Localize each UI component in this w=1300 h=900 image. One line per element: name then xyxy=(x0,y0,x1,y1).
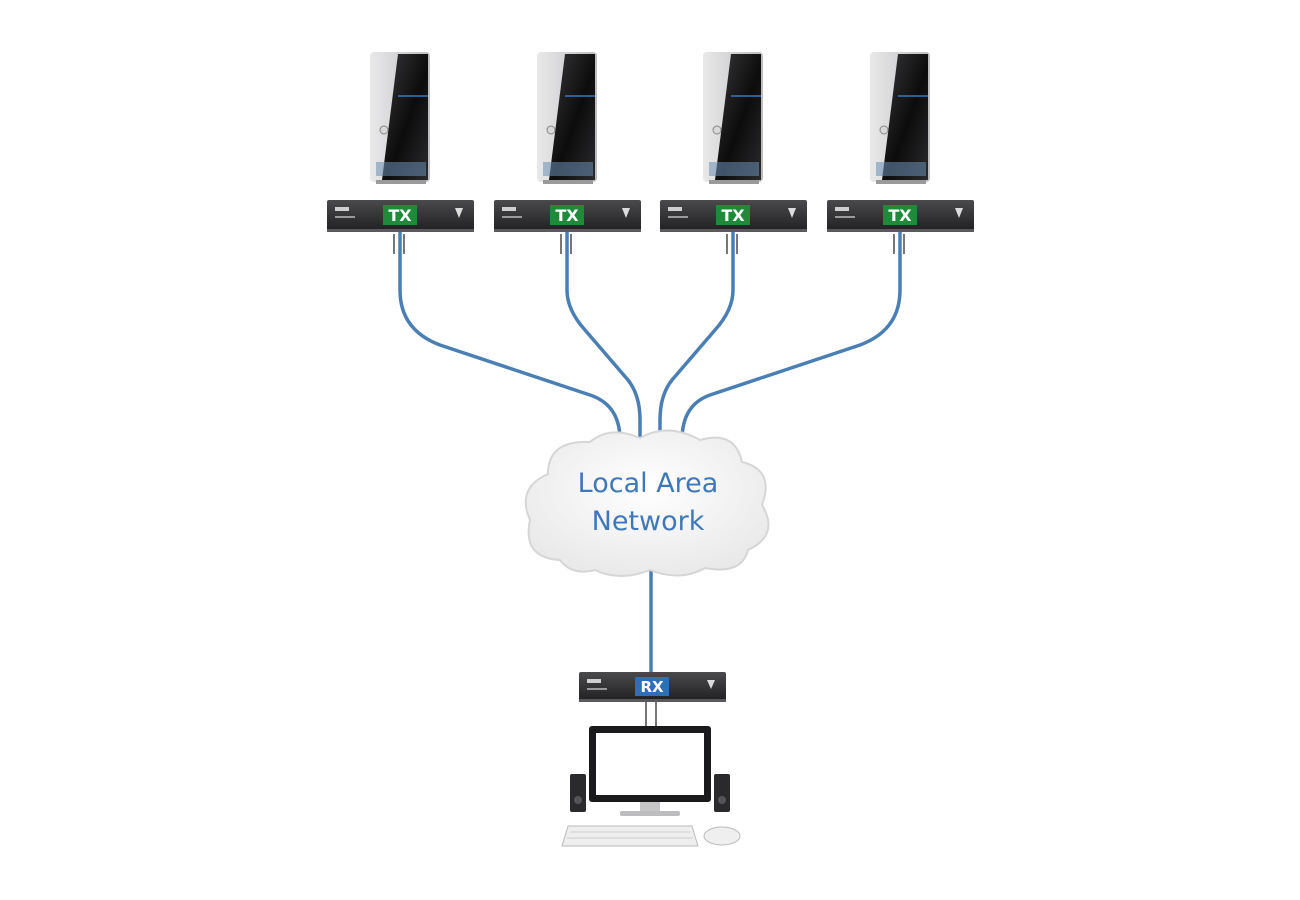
tower-pc-icon xyxy=(870,52,930,254)
cable-tx4 xyxy=(680,230,902,442)
network-label-line1: Local Area xyxy=(578,468,719,499)
cables xyxy=(398,230,902,674)
network-label-line2: Network xyxy=(592,506,705,537)
tx-label: TX xyxy=(388,206,412,225)
tx-label: TX xyxy=(721,206,745,225)
cloud-shape xyxy=(524,429,770,577)
tower-pc-icon xyxy=(537,52,597,254)
receiver-unit-icon: RX xyxy=(579,672,726,702)
transmitter-units: TX TX TX TX xyxy=(327,200,974,232)
monitor-icon xyxy=(589,726,711,816)
speaker-icon xyxy=(570,774,586,812)
transmitter-unit-icon: TX xyxy=(494,200,641,232)
source-computers xyxy=(370,52,930,254)
tower-pc-icon xyxy=(370,52,430,254)
desktop-workstation-icon xyxy=(561,726,741,847)
tx-label: TX xyxy=(888,206,912,225)
speaker-icon xyxy=(714,774,730,812)
rx-video-cables xyxy=(645,702,657,728)
transmitter-unit-icon: TX xyxy=(660,200,807,232)
transmitter-unit-icon: TX xyxy=(327,200,474,232)
mouse-icon xyxy=(703,826,741,846)
tx-label: TX xyxy=(555,206,579,225)
rx-label: RX xyxy=(640,678,664,696)
transmitter-unit-icon: TX xyxy=(827,200,974,232)
tower-pc-icon xyxy=(703,52,763,254)
cable-tx2 xyxy=(565,230,642,447)
cloud-icon: Local Area Network xyxy=(524,429,770,577)
cable-tx1 xyxy=(398,230,622,442)
cable-tx3 xyxy=(658,230,735,447)
keyboard-icon xyxy=(561,825,699,847)
